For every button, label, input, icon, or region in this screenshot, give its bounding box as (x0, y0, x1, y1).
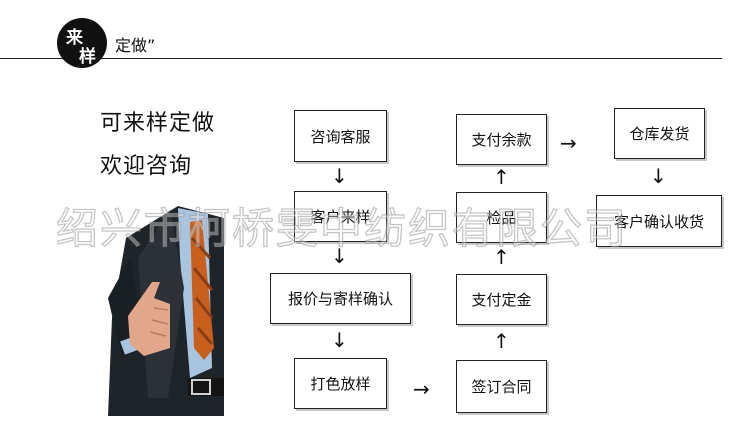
arrow-right-2: → (560, 131, 577, 155)
step-inspection: 检品 (456, 192, 547, 243)
arrow-down-4: ↓ (650, 164, 667, 188)
step-quote-confirm: 报价与寄样确认 (270, 273, 411, 324)
header-title: 定做” (115, 36, 156, 55)
logo-badge: 来 样 (57, 18, 107, 68)
logo-char-1: 来 (66, 28, 83, 48)
header-divider (0, 58, 722, 59)
tagline-line-1: 可来样定做 (100, 111, 216, 136)
arrow-up-2: ↑ (493, 245, 510, 269)
step-customer-receive: 客户确认收货 (596, 195, 722, 247)
step-pay-deposit: 支付定金 (456, 274, 547, 325)
arrow-right-1: → (413, 377, 430, 401)
step-customer-sample: 客户来样 (294, 191, 387, 242)
arrow-down-1: ↓ (331, 164, 348, 188)
step-color-proof: 打色放样 (294, 358, 387, 409)
arrow-down-2: ↓ (331, 244, 348, 268)
step-sign-contract: 签订合同 (456, 360, 547, 413)
arrow-down-3: ↓ (331, 328, 348, 352)
businessman-handshake-image (108, 198, 224, 416)
step-consult-service: 咨询客服 (294, 110, 387, 162)
step-pay-balance: 支付余款 (456, 114, 547, 165)
logo-char-2: 样 (79, 47, 96, 67)
arrow-up-1: ↑ (493, 329, 510, 353)
arrow-up-3: ↑ (493, 165, 510, 189)
tagline-line-2: 欢迎咨询 (100, 154, 193, 179)
step-warehouse-ship: 仓库发货 (614, 108, 705, 159)
